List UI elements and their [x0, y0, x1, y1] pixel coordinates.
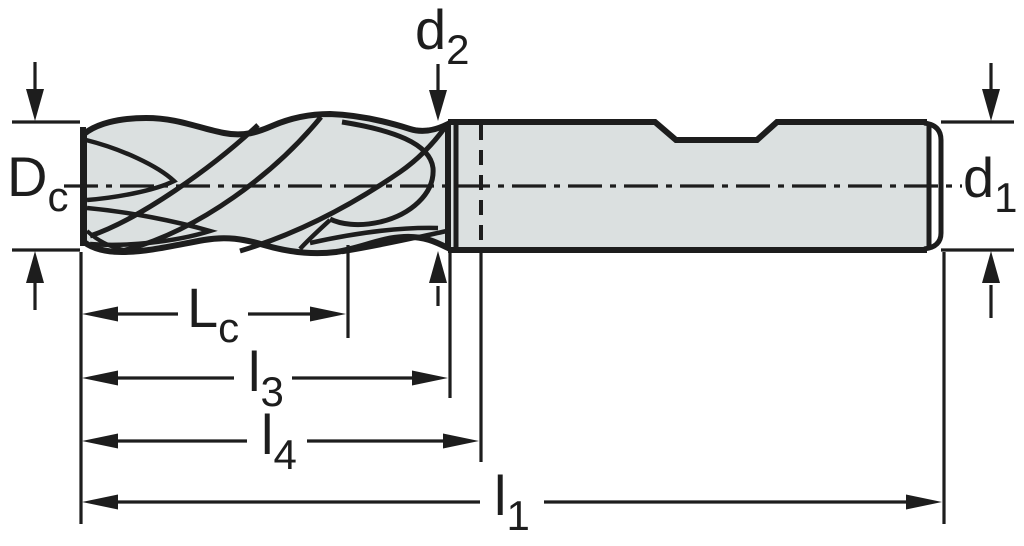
dimension-Lc — [82, 306, 346, 322]
flute-tongue — [328, 119, 436, 228]
d1-arrowhead-up — [982, 251, 1000, 283]
label-d2-sub: 2 — [446, 26, 470, 73]
label-l3-base: l — [248, 340, 261, 403]
label-Dc-base: D — [7, 145, 48, 208]
label-Lc: Lc — [187, 280, 239, 349]
label-d1-sub: 1 — [994, 174, 1018, 221]
l4-arrowhead-left — [82, 433, 118, 449]
Dc-arrowhead-down — [26, 89, 44, 121]
label-d1-base: d — [963, 146, 995, 209]
dimension-l1 — [82, 494, 942, 510]
label-d1: d1 — [963, 150, 1018, 219]
label-Dc: Dc — [7, 149, 68, 218]
label-l1-base: l — [494, 464, 507, 527]
flute-helix-3 — [239, 124, 449, 254]
dimension-Dc — [12, 62, 80, 310]
l3-arrowhead-left — [82, 370, 118, 386]
end-tooth-lower — [86, 205, 218, 248]
flute-helix-1 — [89, 123, 260, 239]
d1-arrowhead-down — [982, 89, 1000, 121]
label-l3-sub: 3 — [260, 368, 284, 415]
d2-arrowhead-up — [429, 251, 447, 283]
label-Lc-base: L — [187, 276, 219, 339]
l3-arrowhead-right — [412, 370, 448, 386]
dimension-d1 — [941, 63, 1014, 318]
flute-land-line-1 — [309, 225, 439, 246]
dimension-l3 — [82, 370, 448, 386]
label-Dc-sub: c — [47, 173, 69, 220]
length-extension-lines — [79, 245, 946, 524]
l1-arrowhead-left — [82, 494, 118, 510]
label-l4: l4 — [261, 407, 297, 476]
label-d2: d2 — [415, 2, 470, 71]
cutter-head — [80, 110, 459, 257]
dimension-l4 — [82, 433, 479, 449]
l1-arrowhead-right — [906, 494, 942, 510]
label-l1: l1 — [494, 468, 530, 537]
label-l4-sub: 4 — [273, 431, 297, 478]
label-d2-base: d — [415, 0, 447, 61]
shank-end-chamfer-contour — [923, 120, 944, 252]
Lc-arrowhead-right — [310, 306, 346, 322]
d2-arrowhead-down — [429, 90, 447, 121]
label-l4-base: l — [261, 403, 274, 466]
end-tooth-corner-arc — [85, 229, 125, 252]
shank-top-edge-with-weldon-flat — [448, 119, 927, 143]
end-tooth-upper — [85, 137, 178, 203]
label-l3: l3 — [248, 344, 284, 413]
Lc-arrowhead-left — [82, 306, 118, 322]
label-l1-sub: 1 — [506, 492, 530, 539]
dimension-d2 — [429, 64, 447, 306]
l4-arrowhead-right — [443, 433, 479, 449]
label-Lc-sub: c — [218, 304, 240, 351]
flute-tongue-tail — [298, 218, 332, 251]
Dc-arrowhead-up — [26, 251, 44, 283]
flute-land-line-2 — [341, 228, 448, 255]
